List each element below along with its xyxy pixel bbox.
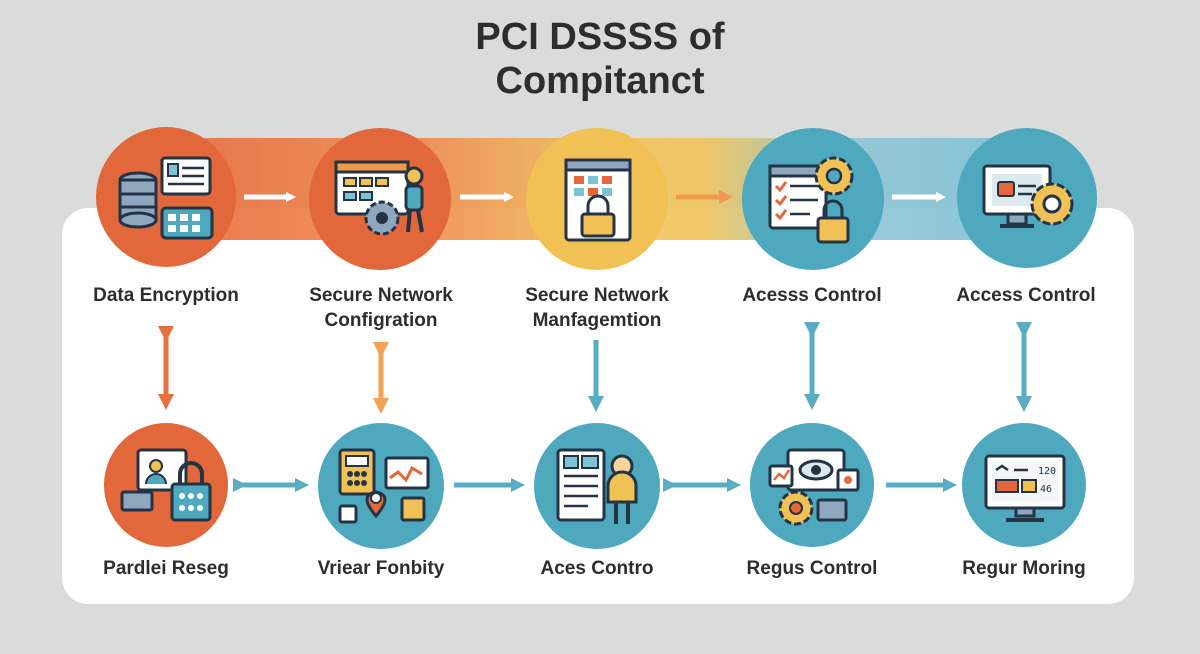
label-data-encryption: Data Encryption <box>56 283 276 308</box>
person-panel-icon <box>556 448 638 524</box>
label-line: Secure Network <box>525 285 669 306</box>
label-regur-moring: Regur Moring <box>962 558 1086 579</box>
label-line: Manfagemtion <box>532 310 662 331</box>
document-lock-icon <box>564 158 632 242</box>
location-board-icon <box>338 448 430 524</box>
database-keypad-icon <box>118 156 214 240</box>
label-line: Access Control <box>956 285 1096 306</box>
checklist-gear-lock-icon <box>768 156 854 244</box>
monitor-gear-icon <box>982 164 1074 228</box>
label-regus-control: Regus Control <box>746 558 878 579</box>
title-line-1: PCI DSSSS of <box>475 16 725 58</box>
label-pardlei-reseg: Pardlei Reseg <box>103 558 229 579</box>
label-aces-contro: Aces Contro <box>540 558 654 579</box>
label-line: Secure Network <box>309 285 453 306</box>
config-gear-icon <box>334 160 424 236</box>
label-vriear-fonbity: Vriear Fonbity <box>317 558 445 579</box>
label-secure-network-management: Secure Network Manfagemtion <box>482 283 712 333</box>
label-line: Data Encryption <box>93 285 239 306</box>
label-line: Acesss Control <box>742 285 882 306</box>
title-line-2: Compitanct <box>495 60 705 102</box>
svg-text:120: 120 <box>1038 466 1056 477</box>
svg-text:46: 46 <box>1040 484 1052 495</box>
label-secure-network-configuration: Secure Network Configration <box>266 283 496 333</box>
label-access-control-1: Acesss Control <box>702 283 922 308</box>
user-lock-icon <box>120 448 212 522</box>
label-access-control-2: Access Control <box>916 283 1136 308</box>
label-line: Configration <box>324 310 438 331</box>
eye-monitor-gear-icon <box>768 448 860 526</box>
monitoring-screen-icon: 120 46 <box>984 454 1066 522</box>
